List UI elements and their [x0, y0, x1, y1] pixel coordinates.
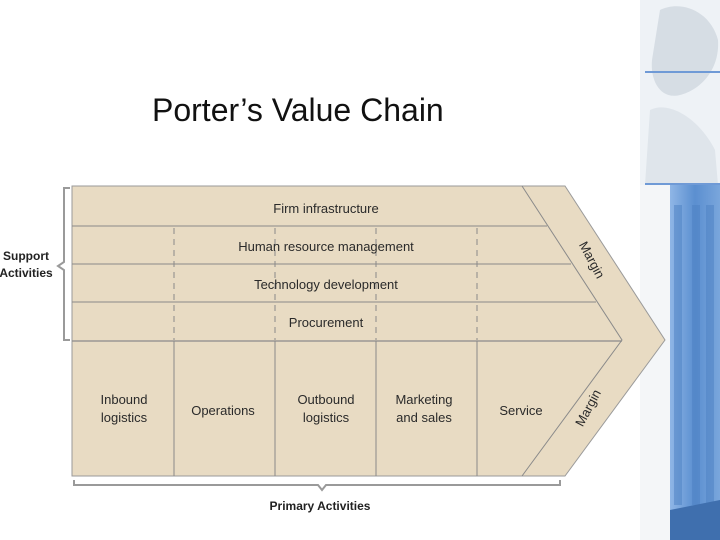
support-activities-label-line1: Support	[3, 249, 49, 263]
primary-column-dividers	[173, 341, 478, 476]
margin-divider-line	[521, 185, 623, 477]
support-activity-firm-infrastructure: Firm infrastructure	[273, 201, 378, 216]
support-activity-hr-management: Human resource management	[238, 239, 414, 254]
support-activity-procurement: Procurement	[289, 315, 364, 330]
support-activities-label-line2: Activities	[0, 266, 53, 280]
primary-activity-marketing-line2: and sales	[396, 410, 452, 425]
dashed-column-guides	[173, 228, 478, 340]
primary-activity-inbound-line2: logistics	[101, 410, 148, 425]
primary-activity-inbound-line1: Inbound	[101, 392, 148, 407]
support-bracket	[56, 187, 70, 341]
primary-activity-outbound-line2: logistics	[303, 410, 350, 425]
decorative-side-image	[640, 0, 720, 540]
primary-bracket	[73, 480, 561, 492]
page-title: Porter’s Value Chain	[152, 92, 444, 128]
primary-activity-marketing-line1: Marketing	[395, 392, 452, 407]
primary-activities-label: Primary Activities	[270, 499, 371, 513]
value-chain-arrow-shape	[71, 185, 666, 477]
primary-activity-service: Service	[499, 403, 542, 418]
primary-activity-outbound-line1: Outbound	[297, 392, 354, 407]
support-activity-technology-development: Technology development	[254, 277, 398, 292]
primary-activity-operations: Operations	[191, 403, 255, 418]
